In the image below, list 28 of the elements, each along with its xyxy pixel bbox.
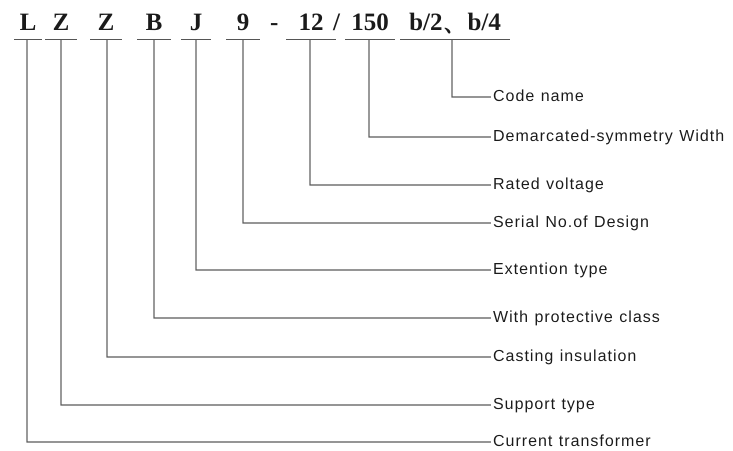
description-label: Current transformer — [493, 432, 652, 451]
leader-line — [368, 40, 491, 138]
description-label: Serial No.of Design — [493, 213, 650, 233]
description-label: Extention type — [493, 260, 608, 280]
code-letter: 150 — [345, 6, 395, 40]
description-label: With protective class — [493, 308, 661, 328]
leader-line — [195, 40, 491, 271]
leader-line — [309, 40, 491, 186]
code-letter: Z — [90, 6, 122, 40]
code-letter: 9 — [226, 6, 260, 40]
code-letter: b/2、b/4 — [400, 6, 510, 40]
code-letter: B — [137, 6, 171, 40]
code-letter: Z — [45, 6, 77, 40]
description-label: Demarcated-symmetry Width — [493, 127, 726, 147]
leader-line — [60, 40, 491, 406]
separator-symbol: - — [270, 8, 278, 38]
separator-symbol: / — [333, 8, 340, 38]
leader-line — [153, 40, 491, 319]
description-label: Rated voltage — [493, 175, 605, 195]
description-label: Casting insulation — [493, 347, 638, 367]
leader-line — [451, 40, 491, 98]
leader-line — [242, 40, 491, 224]
description-label: Support type — [493, 395, 596, 415]
code-letter: J — [181, 6, 211, 40]
leader-line — [106, 40, 491, 358]
leader-line — [26, 40, 491, 443]
code-letter: L — [14, 6, 42, 40]
description-label: Code name — [493, 87, 585, 107]
